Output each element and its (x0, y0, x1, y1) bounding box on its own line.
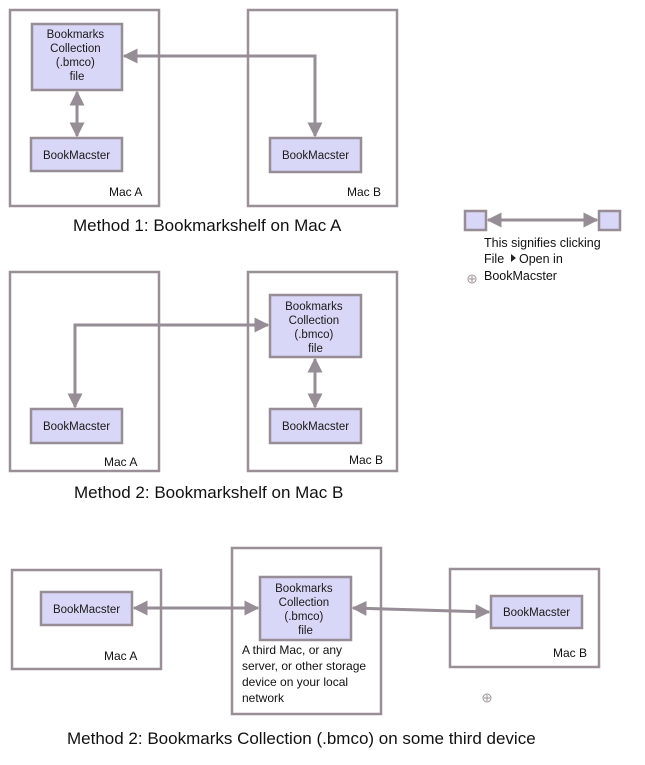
legend-left-node (463, 209, 488, 232)
legend-right-node (597, 209, 622, 232)
method3-mac-b-app-node[interactable] (489, 594, 584, 630)
method3-mac-b-app-label: BookMacster (503, 607, 570, 619)
method2-caption: Method 2: Bookmarkshelf on Mac B (74, 483, 343, 502)
method1-mac-a-app-node[interactable] (29, 136, 124, 173)
method3-mac-b-label: Mac B (553, 646, 587, 660)
method3-caption: Method 2: Bookmarks Collection (.bmco) o… (67, 729, 536, 748)
method1-mac-b-label: Mac B (347, 185, 381, 199)
method1-mac-b-app-label: BookMacster (282, 150, 349, 162)
method3-collection-label: Bookmarks Collection (.bmco) file (275, 583, 336, 637)
method2-mac-b-label: Mac B (349, 453, 383, 467)
method1-mac-b-box (246, 8, 399, 208)
method2-mac-b-app-node[interactable] (268, 407, 363, 445)
legend-open-in-label: Open in (519, 252, 563, 266)
method3-right-connector (351, 600, 491, 620)
method3-mac-a-app-node[interactable] (39, 590, 134, 627)
method3-third-device-description: A third Mac, or any server, or other sto… (242, 643, 369, 705)
method1-caption: Method 1: Bookmarkshelf on Mac A (73, 216, 342, 235)
legend-file-label: File (484, 252, 504, 266)
method2-collection-label: Bookmarks Collection (.bmco) file (285, 301, 346, 355)
method1-mac-a-app-label: BookMacster (43, 150, 110, 162)
method1-collection-label: Bookmarks Collection (.bmco) file (47, 29, 108, 83)
resize-handle-icon (482, 693, 492, 703)
triangle-right-icon (511, 254, 516, 262)
method2-collection-node[interactable] (268, 293, 363, 359)
method3-mac-a-app-label: BookMacster (53, 604, 120, 616)
method1-mac-b-app-node[interactable] (268, 136, 363, 174)
method2-mac-a-label: Mac A (104, 455, 137, 469)
method3-mac-a-label: Mac A (104, 649, 137, 663)
legend-line1: This signifies clicking (484, 236, 601, 250)
method1-mac-a-label: Mac A (109, 185, 142, 199)
method3-group: BookMacster Bookmarks Collection (.bmco)… (10, 546, 601, 748)
legend-group: This signifies clicking File Open in Boo… (463, 209, 622, 284)
legend-line3: BookMacster (484, 269, 557, 283)
method1-collection-node[interactable] (30, 22, 124, 92)
method2-mac-a-app-label: BookMacster (43, 421, 110, 433)
method3-collection-node[interactable] (258, 575, 353, 642)
method1-cross-connector (122, 48, 323, 138)
resize-handle-icon (467, 274, 477, 284)
method2-group: Bookmarks Collection (.bmco) file BookMa… (8, 270, 399, 502)
method2-cross-connector (67, 317, 270, 409)
method1-group: Bookmarks Collection (.bmco) file BookMa… (8, 8, 399, 235)
method2-mac-a-app-node[interactable] (29, 407, 124, 445)
method2-mac-b-app-label: BookMacster (282, 421, 349, 433)
legend-line2: File (484, 252, 504, 266)
